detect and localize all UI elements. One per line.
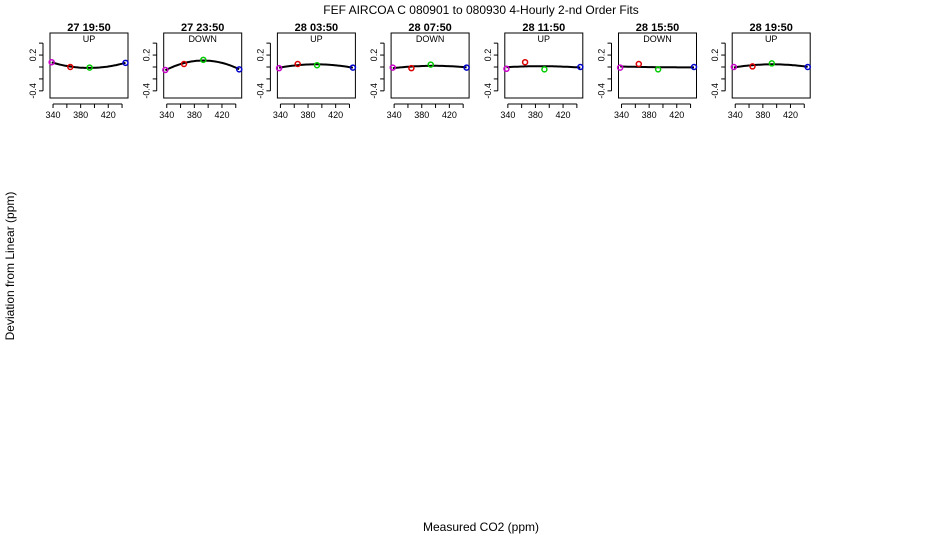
x-tick-label: 420	[328, 110, 343, 120]
data-point	[294, 60, 301, 68]
panel-title: 28 03:50	[295, 22, 338, 34]
x-tick-label: 340	[614, 110, 629, 120]
data-point	[349, 64, 357, 71]
x-axis-label: Measured CO2 (ppm)	[423, 520, 539, 534]
y-tick-label: 0.2	[369, 49, 379, 62]
data-point	[541, 66, 548, 73]
x-tick-label: 420	[783, 110, 798, 120]
y-tick-label: -0.4	[255, 83, 265, 99]
data-point	[67, 63, 74, 71]
data-point	[48, 58, 55, 66]
x-tick-label: 380	[187, 110, 202, 120]
x-tick-label: 340	[500, 110, 515, 120]
panel-direction: UP	[538, 34, 551, 44]
data-point	[180, 60, 188, 68]
data-point	[122, 59, 129, 67]
y-tick-label: 0.2	[483, 49, 493, 62]
data-point	[768, 60, 776, 67]
data-point	[313, 61, 321, 69]
data-point	[86, 64, 93, 71]
y-tick-label: -0.4	[483, 83, 493, 99]
x-tick-label: 380	[528, 110, 543, 120]
panel-box	[163, 32, 243, 99]
x-tick-label: 340	[387, 110, 402, 120]
panel-direction: DOWN	[188, 34, 217, 44]
panel-box	[49, 32, 129, 99]
panel-title: 28 15:50	[636, 22, 679, 34]
y-tick-label: 0.2	[28, 49, 38, 62]
x-tick-label: 420	[214, 110, 229, 120]
x-tick-label: 380	[414, 110, 429, 120]
y-tick-label: 0.2	[255, 49, 265, 62]
fit-curve	[506, 65, 581, 69]
data-point	[690, 63, 698, 71]
data-point	[654, 66, 662, 73]
x-tick-label: 340	[159, 110, 174, 120]
y-tick-label: -0.4	[142, 83, 152, 99]
data-point	[804, 63, 811, 71]
data-point	[235, 66, 243, 73]
y-tick-label: 0.2	[142, 49, 152, 62]
x-tick-label: 380	[301, 110, 316, 120]
data-point	[200, 56, 207, 64]
data-point	[577, 63, 584, 71]
fit-curve	[164, 59, 240, 72]
y-tick-label: -0.4	[28, 83, 38, 99]
panel-direction: UP	[765, 34, 778, 44]
data-point	[635, 60, 643, 68]
panel-title: 27 23:50	[181, 22, 224, 34]
data-point	[730, 63, 738, 71]
x-tick-label: 380	[73, 110, 88, 120]
panel-direction: DOWN	[416, 34, 445, 44]
fit-curve	[733, 63, 808, 69]
data-point	[162, 66, 169, 74]
fit-curve	[392, 64, 467, 70]
x-tick-label: 420	[101, 110, 116, 120]
chart-title: FEF AIRCOA C 080901 to 080930 4-Hourly 2…	[323, 3, 638, 17]
fit-curve	[278, 63, 354, 69]
y-tick-label: -0.4	[369, 83, 379, 99]
panel-title: 28 11:50	[522, 22, 565, 34]
panel-title: 28 19:50	[749, 22, 792, 34]
data-point	[427, 61, 434, 68]
y-axis-label: Deviation from Linear (ppm)	[3, 192, 17, 341]
panel-title: 28 07:50	[408, 22, 451, 34]
data-point	[463, 64, 470, 71]
y-tick-label: -0.4	[710, 83, 720, 99]
y-tick-label: 0.2	[710, 49, 720, 62]
panel-direction: DOWN	[643, 34, 672, 44]
data-point	[616, 64, 624, 71]
data-point	[521, 58, 529, 66]
panel-title: 27 19:50	[67, 22, 110, 34]
x-tick-label: 380	[642, 110, 657, 120]
data-point	[749, 63, 756, 70]
x-tick-label: 340	[46, 110, 61, 120]
data-point	[503, 65, 510, 73]
x-tick-label: 420	[442, 110, 457, 120]
y-tick-label: -0.4	[597, 83, 607, 99]
x-tick-label: 340	[273, 110, 288, 120]
x-tick-label: 340	[728, 110, 743, 120]
fit-curve	[51, 61, 126, 69]
data-point	[408, 64, 415, 72]
data-point	[389, 64, 397, 71]
panel-direction: UP	[310, 34, 323, 44]
x-tick-label: 380	[755, 110, 770, 120]
panel-direction: UP	[83, 34, 96, 44]
x-tick-label: 420	[669, 110, 684, 120]
x-tick-label: 420	[556, 110, 571, 120]
data-point	[275, 64, 283, 72]
y-tick-label: 0.2	[597, 49, 607, 62]
